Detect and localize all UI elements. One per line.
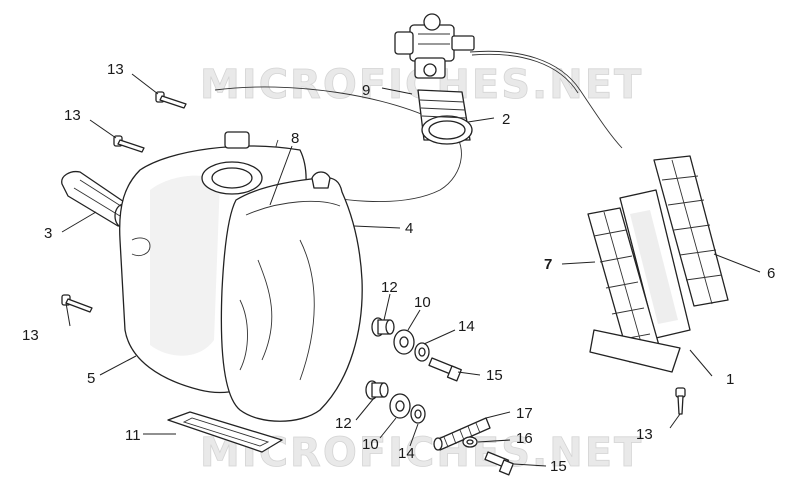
leader-lines [61,73,761,467]
callout-11: 11 [125,427,141,444]
part-2-intake-manifold [417,89,473,145]
part-10-lower-grommet [389,393,411,419]
callout-12-upper: 12 [381,279,398,296]
part-14-lower-washer [410,404,426,424]
callout-10-upper: 10 [414,294,431,311]
part-6-filter-grid-rear [653,155,729,307]
callout-6: 6 [767,265,775,282]
callout-15-lower: 15 [550,458,567,475]
part-4-air-box-cover [220,171,363,422]
callout-3: 3 [44,225,52,242]
callout-15-upper: 15 [486,367,503,384]
callout-14-upper: 14 [458,318,475,335]
callout-13-lower-left: 13 [22,327,39,344]
part-12-upper-spacer [371,317,395,337]
callout-5: 5 [87,370,95,387]
throttle-cable-sheath [471,53,579,94]
part-15-upper-bolt [428,357,462,382]
callout-17: 17 [516,405,533,422]
part-11-gasket [167,411,283,453]
callout-labels: 13 13 13 13 9 2 8 3 4 7 6 12 10 14 15 5 … [22,61,775,475]
callout-12-lower: 12 [335,415,352,432]
part-15-lower-bolt [484,451,514,476]
callout-7: 7 [544,256,552,273]
callout-14-lower: 14 [398,445,415,462]
part-17-spring [433,417,491,451]
screw-13-b [113,135,145,153]
callout-9: 9 [362,82,370,99]
callout-16: 16 [516,430,533,447]
screw-13-a [155,91,187,109]
part-14-upper-washer [414,342,430,362]
part-12-lower-spacer [365,380,389,400]
callout-4: 4 [405,220,413,237]
screw-13-c [61,294,93,313]
callout-2: 2 [502,111,510,128]
part-9-carburetor [394,13,475,79]
callout-13-upper-left: 13 [64,107,81,124]
part-1-filter-base [589,329,681,373]
callout-8: 8 [291,130,299,147]
throttle-cable [469,50,623,149]
callout-1: 1 [726,371,734,388]
screw-13-d [675,387,686,415]
part-10-upper-grommet [393,329,415,355]
callout-13-right: 13 [636,426,653,443]
callout-13-top: 13 [107,61,124,78]
part-16-washer [462,436,478,448]
callout-10-lower: 10 [362,436,379,453]
